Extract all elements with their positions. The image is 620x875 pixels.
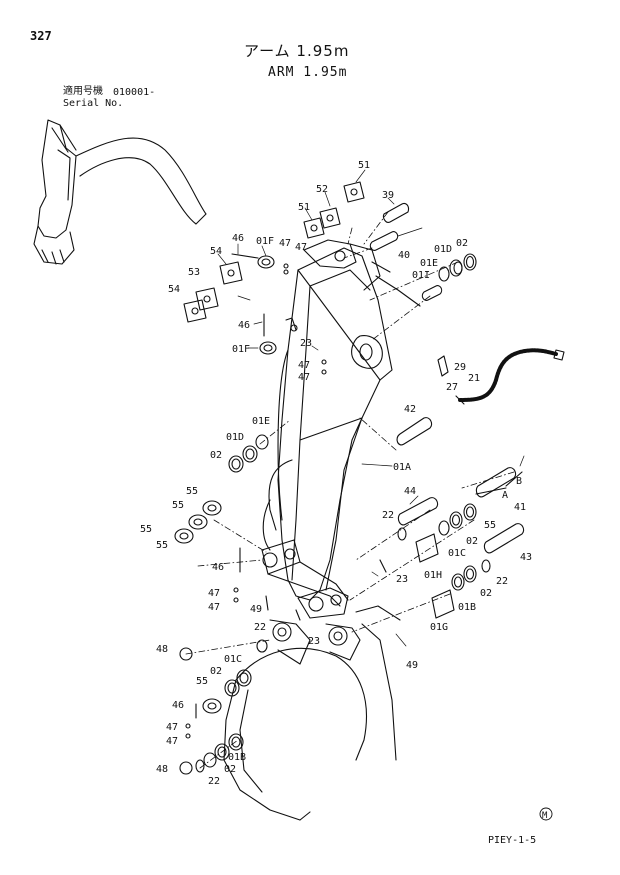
seals-mid-right — [397, 503, 491, 619]
callout-01D: 01D — [226, 432, 244, 443]
seals-mid-left — [228, 434, 269, 473]
callout-48: 48 — [156, 764, 168, 775]
callout-47: 47 — [279, 238, 291, 249]
callout-22: 22 — [208, 776, 220, 787]
callout-55: 55 — [484, 520, 496, 531]
callout-01B: 01B — [458, 602, 476, 613]
callout-46: 46 — [238, 320, 250, 331]
callout-47: 47 — [298, 360, 310, 371]
excavator-silhouette — [33, 119, 207, 265]
footer-symbol: M — [539, 807, 553, 821]
seals-lower-left — [179, 639, 268, 775]
callout-47: 47 — [298, 372, 310, 383]
callout-55: 55 — [140, 524, 152, 535]
pins-upper — [369, 202, 443, 301]
callout-27: 27 — [446, 382, 458, 393]
callout-02: 02 — [456, 238, 468, 249]
callout-52: 52 — [316, 184, 328, 195]
callout-01F: 01F — [232, 344, 250, 355]
arm-body — [262, 239, 421, 601]
pin-43 — [483, 523, 525, 554]
callout-43: 43 — [520, 552, 532, 563]
callout-47: 47 — [208, 602, 220, 613]
bucket-linkage — [261, 539, 361, 665]
callout-01D: 01D — [434, 244, 452, 255]
callout-44: 44 — [404, 486, 416, 497]
pin-44 — [397, 497, 439, 526]
callout-46: 46 — [172, 700, 184, 711]
callout-02: 02 — [480, 588, 492, 599]
callout-22: 22 — [382, 510, 394, 521]
leader-lines — [217, 169, 525, 647]
callout-47: 47 — [295, 242, 307, 253]
callout-40: 40 — [398, 250, 410, 261]
callout-53: 53 — [188, 267, 200, 278]
title-japanese: アーム 1.95m — [244, 42, 350, 60]
callout-51: 51 — [358, 160, 370, 171]
shims-55-left — [174, 500, 222, 544]
callout-47: 47 — [208, 588, 220, 599]
assembly-guides — [185, 211, 515, 769]
callout-01E: 01E — [252, 416, 270, 427]
callout-51: 51 — [298, 202, 310, 213]
serial-value: 010001- — [113, 87, 156, 98]
callout-23: 23 — [308, 636, 320, 647]
bolts-mid — [233, 547, 387, 611]
callout-01B: 01B — [228, 752, 246, 763]
pin-41 — [475, 467, 523, 498]
callouts: 51 52 51 39 46 01F 47 47 40 01D 02 01E 0… — [140, 160, 532, 787]
callout-01C: 01C — [224, 654, 242, 665]
callout-39: 39 — [382, 190, 394, 201]
bushings-01F — [231, 253, 327, 375]
callout-02: 02 — [210, 666, 222, 677]
callout-23: 23 — [300, 338, 312, 349]
callout-55: 55 — [186, 486, 198, 497]
serial-label-japanese: 適用号機 — [63, 86, 103, 97]
callout-02: 02 — [224, 764, 236, 775]
callout-01F: 01F — [256, 236, 274, 247]
callout-46: 46 — [212, 562, 224, 573]
callout-54: 54 — [210, 246, 222, 257]
callout-47: 47 — [166, 722, 178, 733]
callout-02: 02 — [210, 450, 222, 461]
callout-01A: 01A — [393, 462, 411, 473]
callout-21: 21 — [468, 373, 480, 384]
footer-code: PIEY-1-5 — [488, 835, 537, 846]
callout-01C: 01C — [448, 548, 466, 559]
callout-22: 22 — [496, 576, 508, 587]
title-english: ARM 1.95m — [268, 65, 348, 80]
callout-47: 47 — [166, 736, 178, 747]
callout-49: 49 — [406, 660, 418, 671]
callout-22: 22 — [254, 622, 266, 633]
callout-01H: 01H — [424, 570, 442, 581]
callout-55: 55 — [196, 676, 208, 687]
plates-51-52 — [303, 181, 365, 239]
callout-B: B — [516, 476, 522, 487]
grease-hose — [437, 348, 565, 405]
callout-01I: 01I — [412, 270, 430, 281]
callout-55: 55 — [156, 540, 168, 551]
callout-A: A — [502, 490, 508, 501]
callout-55: 55 — [172, 500, 184, 511]
callout-49: 49 — [250, 604, 262, 615]
callout-01E: 01E — [420, 258, 438, 269]
footer-symbol-letter: M — [542, 811, 548, 821]
callout-42: 42 — [404, 404, 416, 415]
callout-41: 41 — [514, 502, 526, 513]
pin-42 — [396, 417, 433, 446]
seals-upper — [438, 253, 477, 282]
callout-01G: 01G — [430, 622, 448, 633]
callout-02: 02 — [466, 536, 478, 547]
serial-label-english: Serial No. — [63, 98, 124, 109]
callout-54: 54 — [168, 284, 180, 295]
page-number: 327 — [30, 29, 52, 43]
callout-46: 46 — [232, 233, 244, 244]
callout-48: 48 — [156, 644, 168, 655]
callout-29: 29 — [454, 362, 466, 373]
bucket-outline — [223, 605, 401, 821]
plates-53-54 — [183, 261, 243, 323]
callout-23: 23 — [396, 574, 408, 585]
